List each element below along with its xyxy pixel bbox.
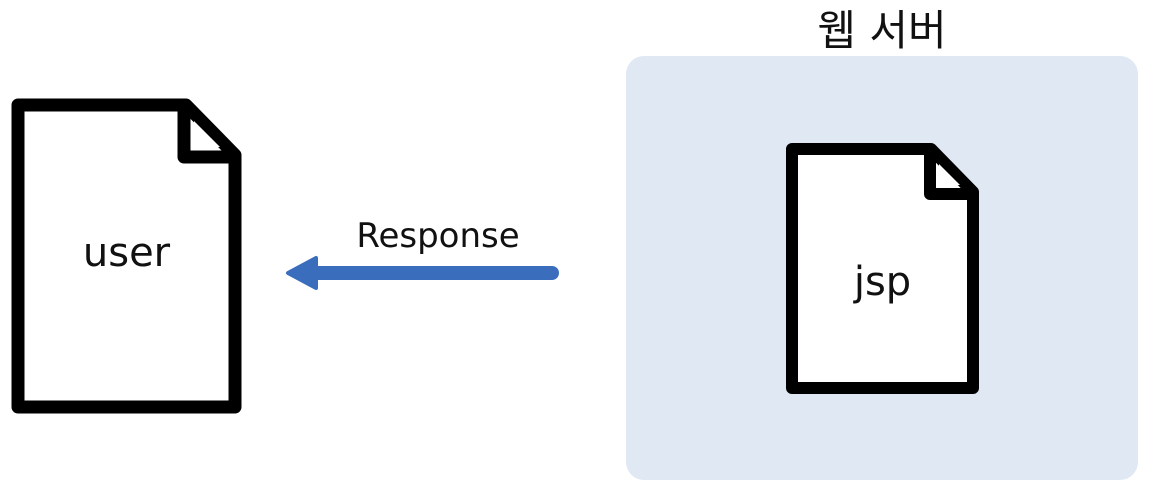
- document-icon: [786, 143, 979, 394]
- response-label: Response: [356, 216, 520, 256]
- server-title: 웹 서버: [817, 6, 947, 55]
- jsp-document: jsp: [785, 142, 980, 395]
- document-icon: [11, 98, 242, 414]
- user-label: user: [82, 230, 171, 276]
- response-arrow: [286, 256, 559, 290]
- user-document: user: [10, 97, 243, 415]
- jsp-label: jsp: [853, 259, 912, 305]
